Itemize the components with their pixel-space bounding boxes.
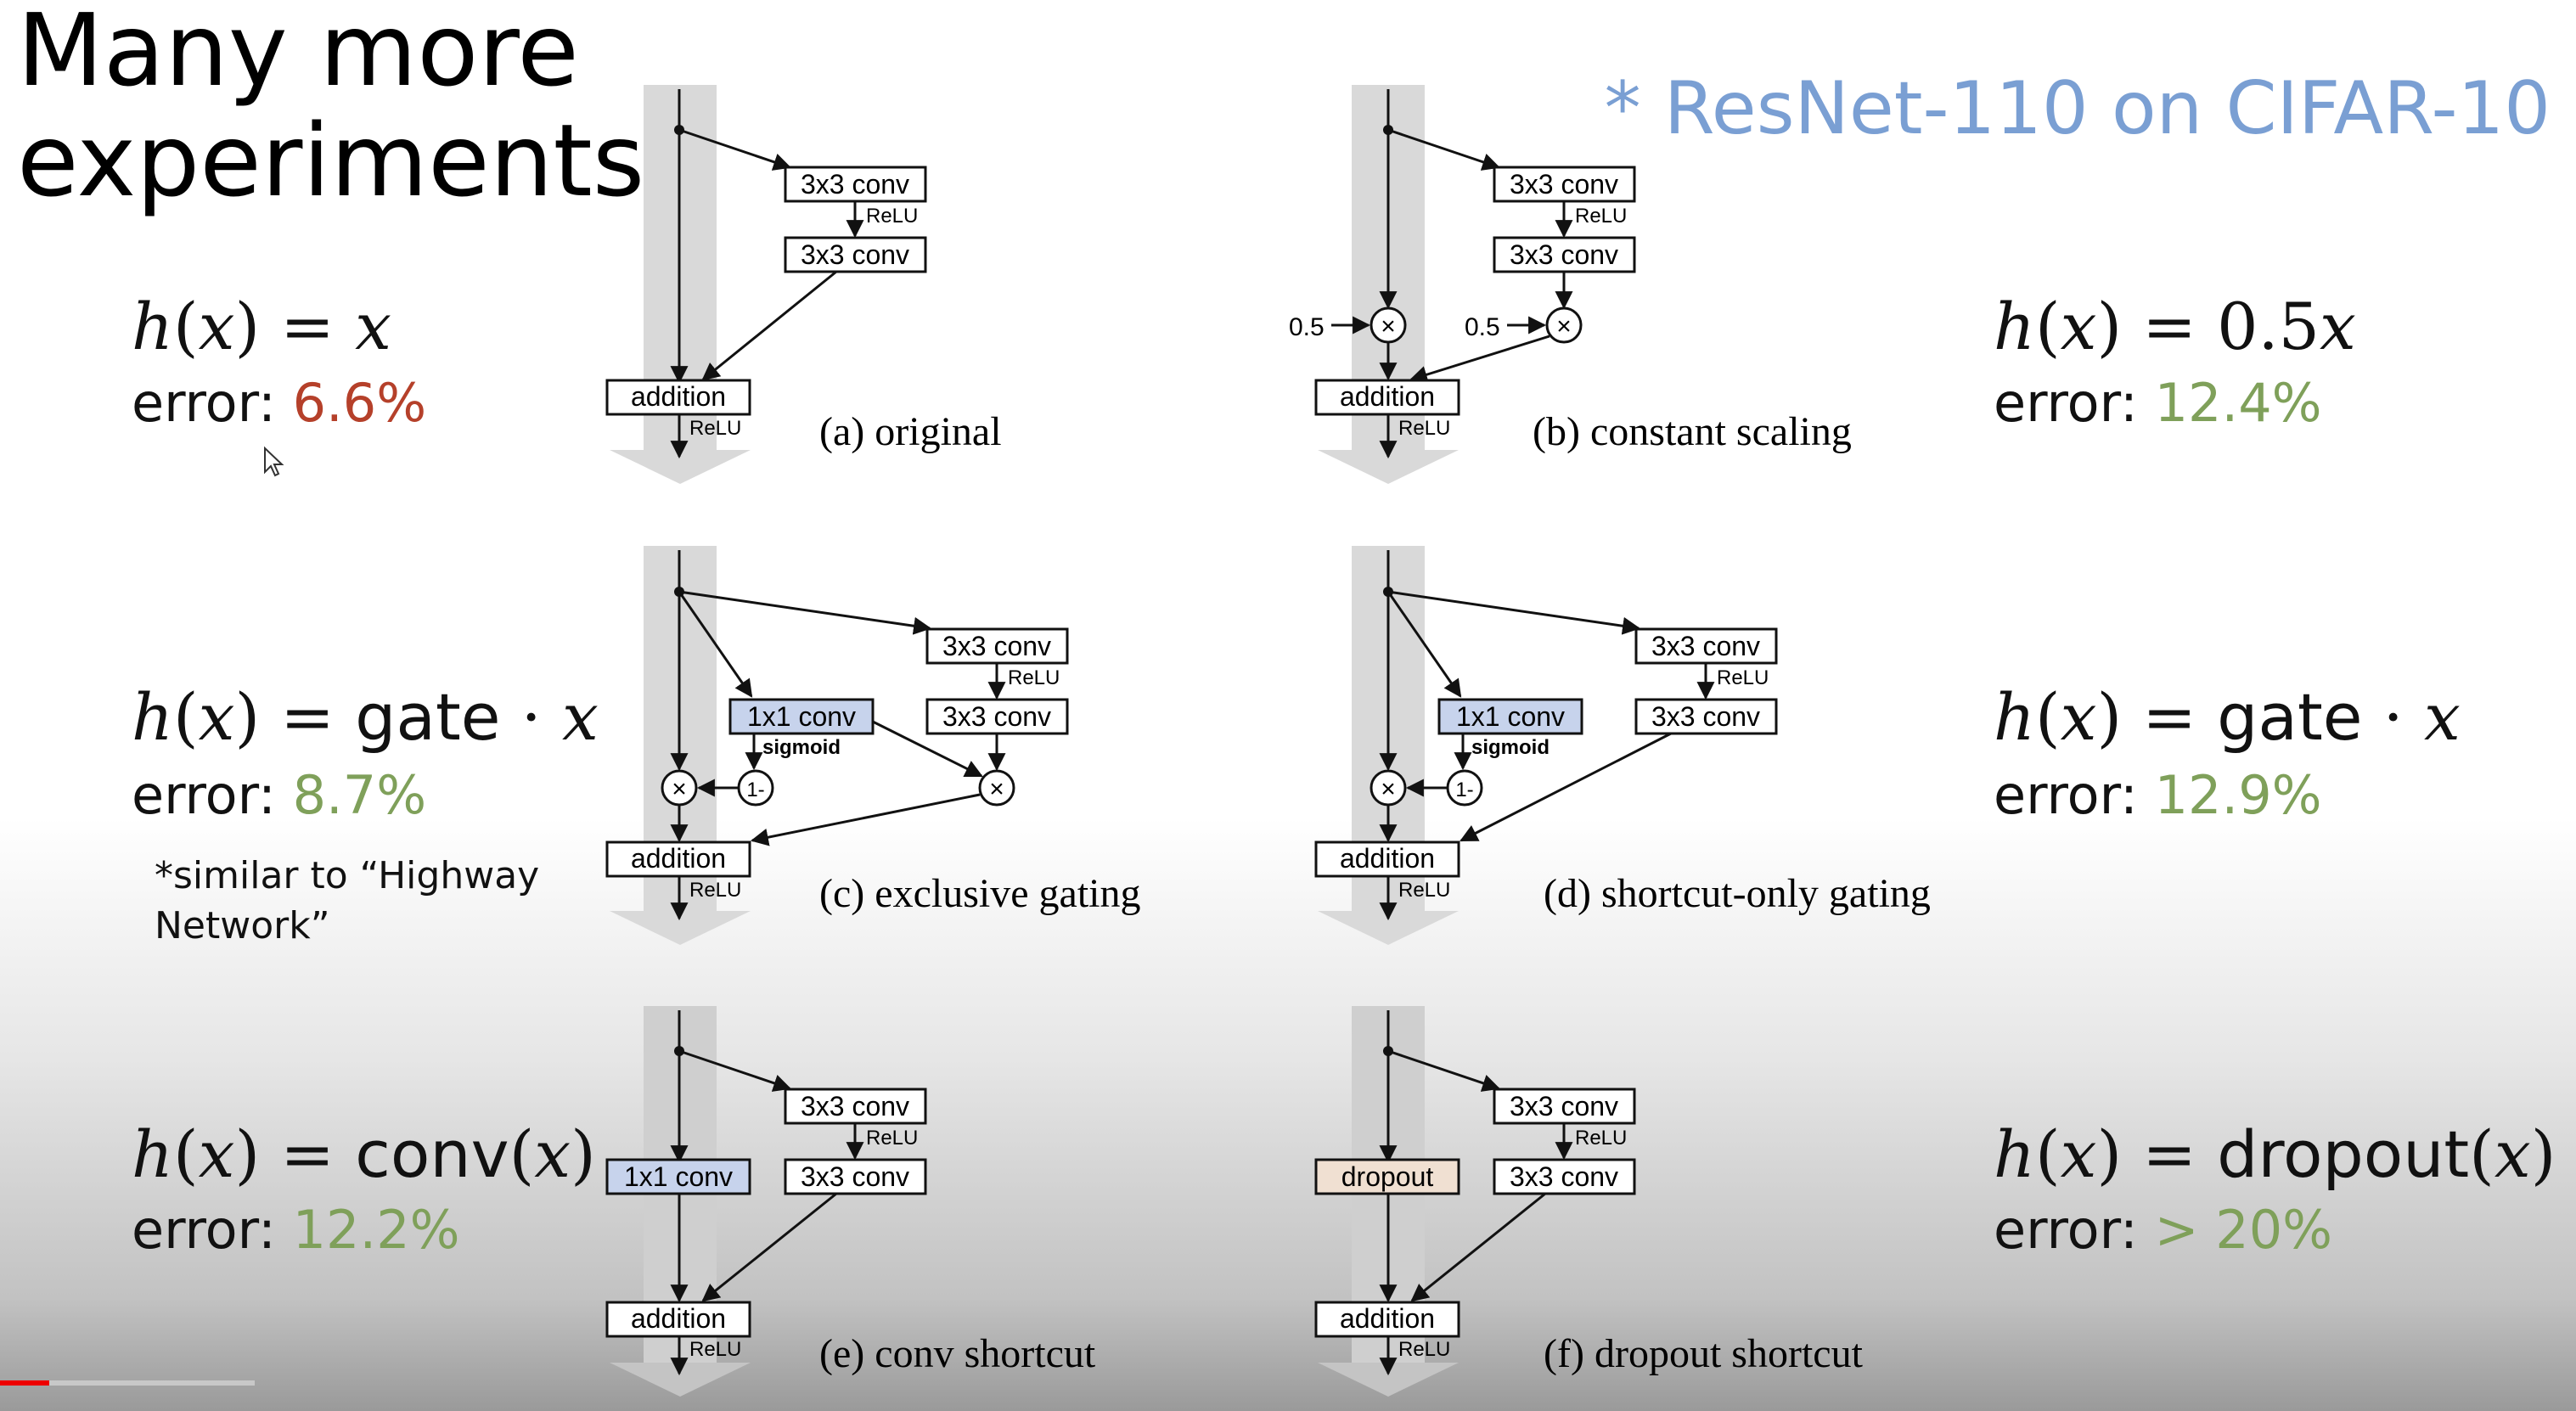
error-b: error: 12.4%: [1994, 372, 2322, 434]
svg-text:ReLU: ReLU: [1717, 666, 1769, 689]
svg-text:1-: 1-: [1455, 779, 1473, 801]
diagram-b-constant-scaling: 3x3 conv ReLU 3x3 conv × × 0.5 0.5 addit…: [1289, 85, 1852, 484]
svg-text:ReLU: ReLU: [1575, 1127, 1627, 1150]
highway-note: *similar to “Highway Network”: [155, 854, 540, 948]
svg-text:×: ×: [1381, 312, 1396, 340]
formula-d: h(x) = gate · x: [1994, 679, 2461, 755]
svg-text:ReLU: ReLU: [1398, 417, 1450, 440]
caption-d: (d) shortcut-only gating: [1544, 871, 1931, 916]
svg-text:1x1 conv: 1x1 conv: [1456, 701, 1565, 732]
svg-text:3x3 conv: 3x3 conv: [801, 1161, 909, 1192]
caption-e: (e) conv shortcut: [819, 1331, 1096, 1376]
svg-text:×: ×: [672, 775, 687, 803]
diagram-f-dropout-shortcut: 3x3 conv ReLU 3x3 conv dropout addition …: [1314, 1006, 1864, 1397]
diagram-c-exclusive-gating: 3x3 conv ReLU 3x3 conv 1x1 conv sigmoid …: [605, 546, 1141, 945]
svg-text:3x3 conv: 3x3 conv: [942, 701, 1051, 732]
svg-text:sigmoid: sigmoid: [762, 736, 841, 759]
a-conv1: 3x3 conv: [801, 169, 909, 200]
svg-text:×: ×: [1381, 775, 1396, 803]
svg-text:3x3 conv: 3x3 conv: [1651, 701, 1760, 732]
svg-text:ReLU: ReLU: [1398, 1338, 1450, 1361]
svg-text:3x3 conv: 3x3 conv: [1510, 169, 1618, 200]
b-scale-left: 0.5: [1289, 313, 1325, 341]
diagram-a-original: 3x3 conv ReLU 3x3 conv addition ReLU (a)…: [605, 85, 1002, 484]
svg-text:ReLU: ReLU: [689, 1338, 741, 1361]
svg-text:ReLU: ReLU: [866, 205, 918, 228]
slide-title: Many more experiments!: [17, 0, 685, 219]
caption-a: (a) original: [819, 409, 1002, 454]
svg-text:1-: 1-: [746, 779, 764, 801]
svg-text:×: ×: [1556, 312, 1572, 340]
error-f: error: > 20%: [1994, 1199, 2333, 1261]
svg-text:ReLU: ReLU: [1575, 205, 1627, 228]
slide-subtitle: * ResNet-110 on CIFAR-10: [1604, 66, 2551, 151]
svg-text:addition: addition: [1340, 381, 1435, 412]
mouse-cursor-icon: [264, 446, 284, 477]
caption-f: (f) dropout shortcut: [1544, 1331, 1864, 1376]
svg-text:addition: addition: [1340, 1303, 1435, 1334]
video-progress-fill[interactable]: [0, 1380, 49, 1386]
error-d: error: 12.9%: [1994, 764, 2322, 826]
video-progress-track[interactable]: [0, 1380, 255, 1386]
f-dropout: dropout: [1341, 1161, 1434, 1192]
svg-text:3x3 conv: 3x3 conv: [1510, 1161, 1618, 1192]
svg-text:3x3 conv: 3x3 conv: [801, 1091, 909, 1121]
diagram-d-shortcut-only-gating: 3x3 conv ReLU 3x3 conv 1x1 conv sigmoid …: [1314, 546, 1931, 945]
error-a: error: 6.6%: [132, 372, 427, 434]
error-e: error: 12.2%: [132, 1199, 460, 1261]
formula-a: h(x) = x: [132, 289, 392, 364]
svg-text:ReLU: ReLU: [1398, 879, 1450, 902]
diagram-e-conv-shortcut: 3x3 conv ReLU 3x3 conv 1x1 conv addition…: [605, 1006, 1096, 1397]
a-conv2: 3x3 conv: [801, 239, 909, 270]
svg-text:ReLU: ReLU: [1008, 666, 1060, 689]
svg-text:addition: addition: [1340, 843, 1435, 874]
formula-f: h(x) = dropout(x): [1994, 1116, 2556, 1192]
svg-text:sigmoid: sigmoid: [1471, 736, 1550, 759]
svg-text:3x3 conv: 3x3 conv: [1510, 239, 1618, 270]
formula-c: h(x) = gate · x: [132, 679, 599, 755]
svg-text:3x3 conv: 3x3 conv: [942, 631, 1051, 661]
b-scale-right: 0.5: [1465, 313, 1500, 341]
error-c: error: 8.7%: [132, 764, 427, 826]
svg-text:3x3 conv: 3x3 conv: [1651, 631, 1760, 661]
svg-text:×: ×: [989, 775, 1004, 803]
caption-b: (b) constant scaling: [1533, 409, 1852, 454]
formula-b: h(x) = 0.5x: [1994, 289, 2356, 364]
c-gate-conv: 1x1 conv: [747, 701, 856, 732]
e-shortcut-conv: 1x1 conv: [624, 1161, 733, 1192]
caption-c: (c) exclusive gating: [819, 871, 1141, 916]
svg-text:ReLU: ReLU: [866, 1127, 918, 1150]
a-addition: addition: [631, 381, 726, 412]
svg-text:3x3 conv: 3x3 conv: [1510, 1091, 1618, 1121]
svg-text:addition: addition: [631, 843, 726, 874]
svg-text:addition: addition: [631, 1303, 726, 1334]
svg-text:ReLU: ReLU: [689, 417, 741, 440]
formula-e: h(x) = conv(x): [132, 1116, 596, 1192]
svg-text:ReLU: ReLU: [689, 879, 741, 902]
